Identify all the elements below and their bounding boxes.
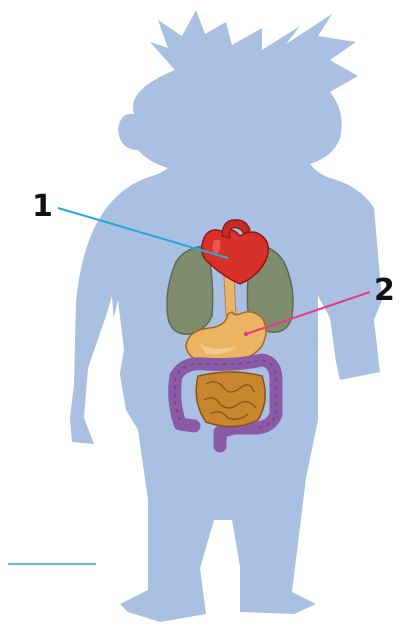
small-intestine — [196, 372, 265, 427]
label-2: 2 — [374, 273, 395, 308]
leg-gap — [214, 520, 232, 560]
label-1: 1 — [32, 189, 53, 224]
callout-end-2 — [244, 332, 248, 336]
